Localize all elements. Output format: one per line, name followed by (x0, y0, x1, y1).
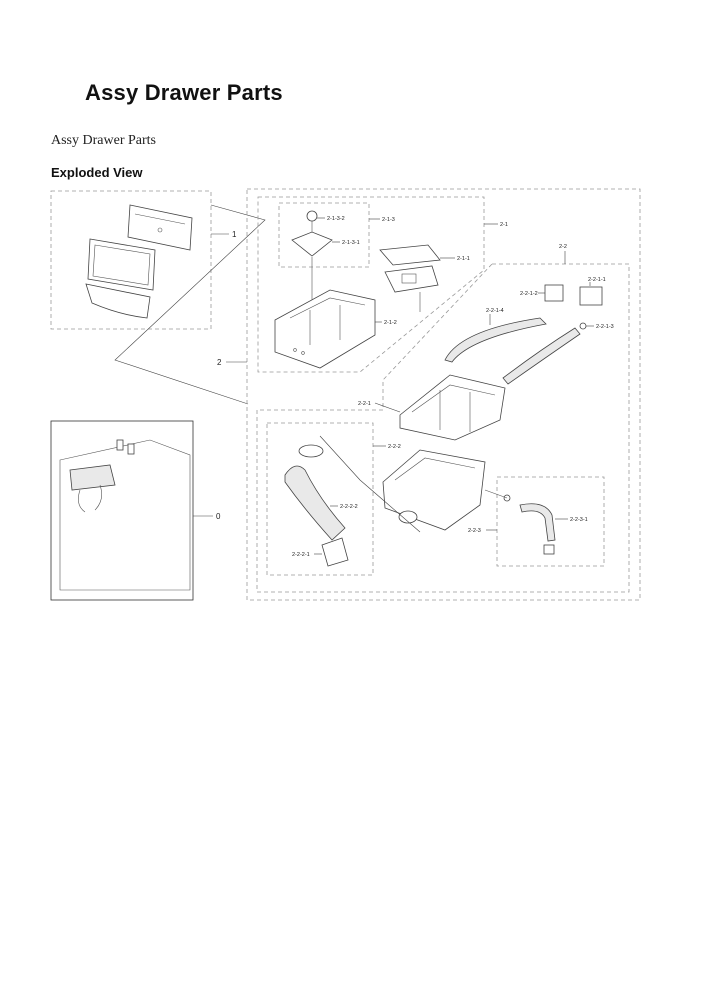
group-2-1-box (257, 196, 485, 373)
group-1-box (50, 190, 212, 330)
callout-2-1-2: 2-1-2 (384, 320, 397, 326)
group-0-cabinet: 0 (50, 420, 221, 601)
part-front-cover (87, 238, 156, 291)
callout-2-2-1: 2-2-1 (358, 401, 371, 407)
callout-2-1-1: 2-1-1 (457, 256, 470, 262)
part-2-2-1-1 (579, 286, 603, 306)
part-2-2-1 (399, 374, 506, 441)
page-title: Assy Drawer Parts (85, 80, 283, 105)
callout-2-2-2-1: 2-2-2-1 (292, 552, 310, 558)
part-hose-b (502, 327, 581, 385)
part-drawer-housing (69, 464, 116, 491)
section-heading-exploded-view: Exploded View (51, 165, 143, 180)
part-2-2-1-4 (444, 317, 547, 363)
part-drawer-handle (85, 283, 151, 319)
part-tub-outlet (398, 510, 418, 524)
group-2-2-box (256, 263, 630, 593)
callout-1: 1 (232, 230, 237, 239)
part-2-2-3-1 (519, 503, 556, 542)
group-2-2-housing: 2-2 2-2-1-1 2-2-1-2 2-2-1-3 2-2-1-4 2-2-… (256, 244, 630, 593)
part-2-2-1-2-valve (544, 284, 564, 302)
part-control-panel (127, 204, 193, 251)
callout-2-1-3-1: 2-1-3-1 (342, 240, 360, 246)
callout-2-2-1-1: 2-2-1-1 (588, 277, 606, 283)
group-2-2-2-box (266, 422, 374, 576)
callout-2-2-1-3: 2-2-1-3 (596, 324, 614, 330)
callout-2-2-1-2: 2-2-1-2 (520, 291, 538, 297)
part-2-1-3-2 (306, 210, 318, 222)
callout-2-2-3: 2-2-3 (468, 528, 481, 534)
part-2-2-3-fitting (543, 544, 555, 555)
page-subtitle: Assy Drawer Parts (51, 133, 156, 148)
callout-2-2-2-2: 2-2-2-2 (340, 504, 358, 510)
callout-2-1: 2-1 (500, 222, 508, 228)
callout-2: 2 (217, 358, 222, 367)
callout-2-2-2: 2-2-2 (388, 444, 401, 450)
part-drawer-tub (382, 449, 486, 531)
group-2-1-drawer: 2-1 2-1-3 2-1-3-2 2-1-3-1 2-1-1 2-1-2 (257, 196, 508, 373)
part-clamp-ring (298, 444, 324, 458)
part-2-1-3-1 (291, 231, 333, 257)
part-2-1-1-a (379, 244, 441, 266)
group-2-1-3-box (278, 202, 370, 268)
group-2-outer-box (246, 188, 641, 601)
callout-2-2: 2-2 (559, 244, 567, 250)
part-2-2-2-1 (321, 537, 349, 567)
callout-2-2-1-4: 2-2-1-4 (486, 308, 504, 314)
group-0-box (50, 420, 194, 601)
part-2-2-1-3 (579, 322, 587, 330)
part-2-1-1-b (384, 265, 439, 293)
callout-0: 0 (216, 512, 221, 521)
group-1-drawer-panel: 1 (50, 190, 237, 330)
callout-2-2-3-1: 2-2-3-1 (570, 517, 588, 523)
part-2-2-2-2 (284, 465, 346, 541)
callout-2-1-3: 2-1-3 (382, 217, 395, 223)
part-2-1-2 (274, 289, 376, 369)
callout-2-1-3-2: 2-1-3-2 (327, 216, 345, 222)
